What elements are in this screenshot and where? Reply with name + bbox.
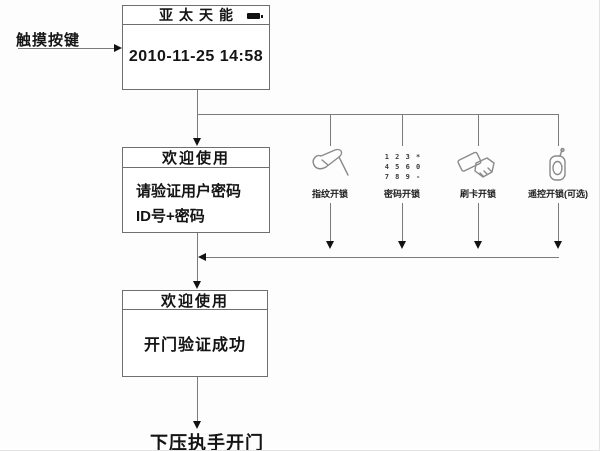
verify-line2: ID号+密码 xyxy=(136,208,205,225)
arrow-down-icon xyxy=(474,241,482,249)
fingerprint-icon xyxy=(308,146,352,191)
keypad-row: 4 5 6 0 xyxy=(384,163,422,171)
success-text: 开门验证成功 xyxy=(143,337,246,354)
screen-title: 亚太天能 xyxy=(159,7,239,23)
card-icon xyxy=(456,146,500,191)
arrow-down-icon xyxy=(193,138,201,146)
screen-header: 亚太天能 xyxy=(123,6,269,25)
arrow-down-icon xyxy=(193,421,201,429)
connector-line xyxy=(478,203,479,242)
screen-body: 2010-11-25 14:58 xyxy=(123,25,269,89)
connector-line xyxy=(478,114,479,146)
connector-line xyxy=(402,114,403,146)
arrow-down-icon xyxy=(326,241,334,249)
arrow-down-icon xyxy=(193,281,201,289)
connector-line xyxy=(402,203,403,242)
datetime-text: 2010-11-25 14:58 xyxy=(128,48,264,65)
screen-title: 欢迎使用 xyxy=(161,150,230,167)
connector-line xyxy=(205,257,559,258)
arrow-down-icon xyxy=(554,241,562,249)
touch-key-label: 触摸按键 xyxy=(16,32,81,49)
method-label: 遥控开锁(可选) xyxy=(528,189,588,199)
remote-icon xyxy=(536,146,580,191)
screen-body: 请验证用户密码 ID号+密码 xyxy=(123,168,269,229)
lcd-screen-verify: 欢迎使用 请验证用户密码 ID号+密码 xyxy=(122,147,270,233)
arrow-left-icon xyxy=(198,253,206,261)
lcd-screen-success: 欢迎使用 开门验证成功 xyxy=(122,290,268,377)
connector-line xyxy=(330,114,331,146)
arrow-down-icon xyxy=(398,241,406,249)
verify-line1: 请验证用户密码 xyxy=(136,183,242,200)
battery-icon xyxy=(247,13,263,19)
connector-line xyxy=(558,203,559,242)
screen-header: 欢迎使用 xyxy=(123,291,267,310)
screen-header: 欢迎使用 xyxy=(123,148,269,168)
keypad-row: 1 2 3 * xyxy=(384,153,422,161)
method-label: 指纹开锁 xyxy=(311,189,349,199)
keypad-row: 7 8 9 - xyxy=(384,173,422,181)
method-label: 刷卡开锁 xyxy=(459,189,497,199)
connector-line xyxy=(558,114,559,146)
screen-body: 开门验证成功 xyxy=(123,310,267,376)
connector-line xyxy=(197,377,198,422)
connector-line xyxy=(197,233,198,282)
connector-line xyxy=(197,114,559,115)
connector-line xyxy=(330,203,331,242)
lcd-screen-clock: 亚太天能 2010-11-25 14:58 xyxy=(122,5,270,90)
keypad-icon: 1 2 3 * 4 5 6 0 7 8 9 - xyxy=(381,152,425,182)
open-door-label: 下压执手开门 xyxy=(150,433,264,451)
method-label: 密码开锁 xyxy=(383,189,421,199)
arrow-right-icon xyxy=(114,44,122,52)
screen-title: 欢迎使用 xyxy=(160,292,229,310)
connector-line xyxy=(18,48,115,49)
